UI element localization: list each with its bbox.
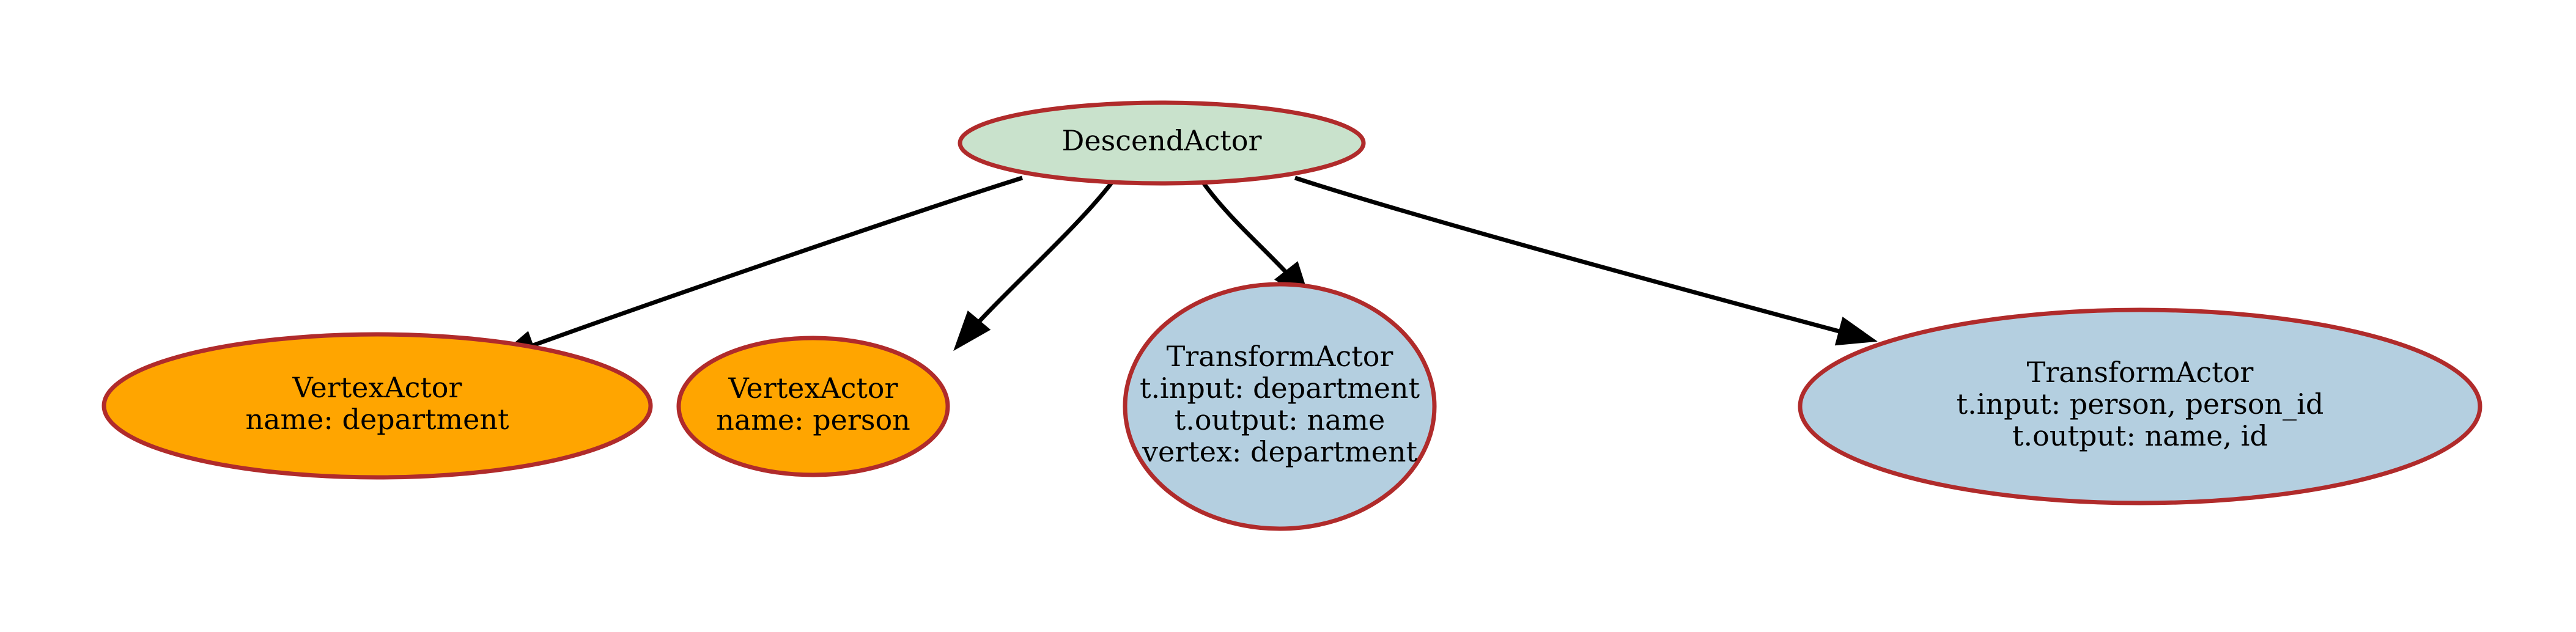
node-label-line: t.input: person, person_id [1957, 388, 2324, 421]
node-label-line: t.output: name, id [2012, 419, 2268, 452]
node-label-line: t.output: name [1175, 403, 1385, 436]
node-label-line: VertexActor [292, 371, 462, 404]
node-label-line: vertex: department [1142, 435, 1417, 468]
node-label-line: t.input: department [1140, 372, 1420, 405]
edge-arrowhead-icon [953, 310, 991, 351]
node-label-line: VertexActor [728, 372, 898, 405]
node-label-line: name: department [246, 403, 509, 436]
node-ellipse[interactable] [676, 336, 950, 477]
node-label-line: TransformActor [1167, 340, 1393, 373]
node-label-line: TransformActor [2027, 356, 2254, 389]
node-label-line: DescendActor [1062, 124, 1262, 157]
node-ellipse[interactable] [1798, 307, 2482, 505]
edge-descend-to-transform-person [1294, 175, 1878, 346]
edge-line [510, 175, 1024, 356]
edge-line [1294, 175, 1862, 340]
edge-descend-to-vertex-person [953, 181, 1113, 351]
node-ellipse[interactable] [101, 332, 653, 480]
node-label-line: name: person [716, 403, 910, 436]
node-ellipse[interactable] [1123, 282, 1437, 531]
edge-arrowhead-icon [1834, 317, 1878, 346]
node-ellipse[interactable] [958, 100, 1366, 186]
node-label: DescendActor [1062, 124, 1262, 157]
edge-line [962, 181, 1113, 340]
node-descend-actor[interactable]: DescendActor [958, 100, 1366, 186]
